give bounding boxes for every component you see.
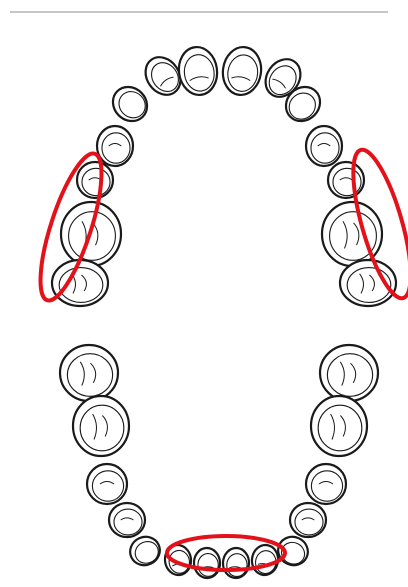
lower-molar-tooth (60, 345, 118, 401)
lower-molar-tooth (73, 396, 129, 456)
lower-incisor-tooth (222, 547, 250, 578)
upper-molar-tooth (340, 260, 396, 306)
lower-premolar-tooth (109, 503, 145, 537)
upper-molar-tooth (52, 260, 108, 306)
upper-incisor-tooth (176, 45, 220, 98)
lower-arch (60, 345, 378, 579)
upper-premolar-tooth (306, 126, 342, 166)
lower-canine-tooth (125, 532, 164, 570)
upper-premolar-tooth (97, 126, 133, 166)
upper-arch (52, 45, 396, 306)
lower-incisor-tooth (250, 543, 280, 576)
upper-incisor-tooth (220, 45, 264, 98)
upper-premolar-tooth (77, 162, 113, 198)
lower-incisor-tooth (193, 547, 221, 578)
upper-premolar-tooth (328, 162, 364, 198)
upper-canine-tooth (106, 80, 154, 128)
lower-premolar-tooth (290, 503, 326, 537)
lower-molar-tooth (320, 345, 378, 401)
lower-premolar-tooth (87, 464, 127, 504)
lower-premolar-tooth (306, 464, 346, 504)
lower-molar-tooth (311, 396, 367, 456)
